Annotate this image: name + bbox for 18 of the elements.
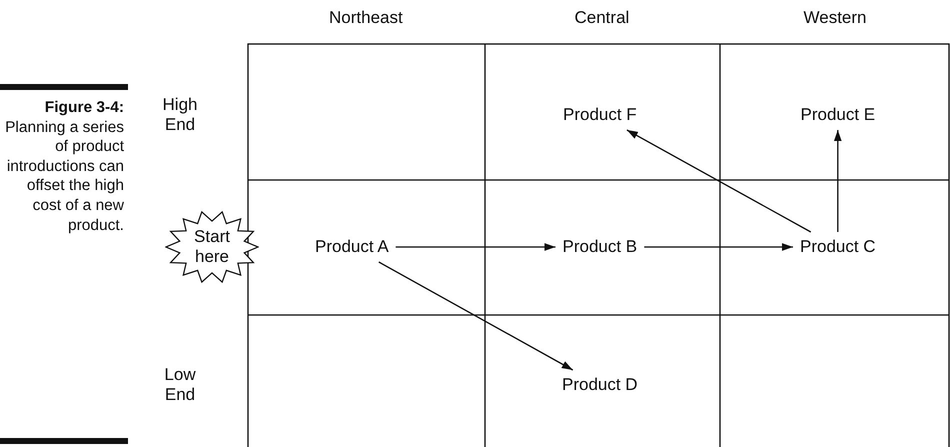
figure-caption: Figure 3-4: Planning a series of product introductions can offset the high cost of a new product. xyxy=(4,98,124,236)
product-label: Product B xyxy=(562,237,638,257)
product-label: Product F xyxy=(563,105,637,125)
product-label: Product D xyxy=(562,375,638,395)
column-header: Western xyxy=(804,8,866,28)
row-header: High End xyxy=(162,95,198,135)
column-header: Northeast xyxy=(329,8,403,28)
product-label: Product E xyxy=(800,105,876,125)
arrow xyxy=(378,261,574,371)
product-label: Product C xyxy=(800,237,876,257)
arrow xyxy=(396,243,556,251)
starburst-callout: Start here xyxy=(165,210,259,284)
column-header: Central xyxy=(574,8,630,28)
product-label: Product A xyxy=(315,237,389,257)
row-header: Low End xyxy=(163,365,197,405)
arrow xyxy=(644,243,793,251)
arrow xyxy=(626,129,812,233)
arrow xyxy=(834,130,842,232)
